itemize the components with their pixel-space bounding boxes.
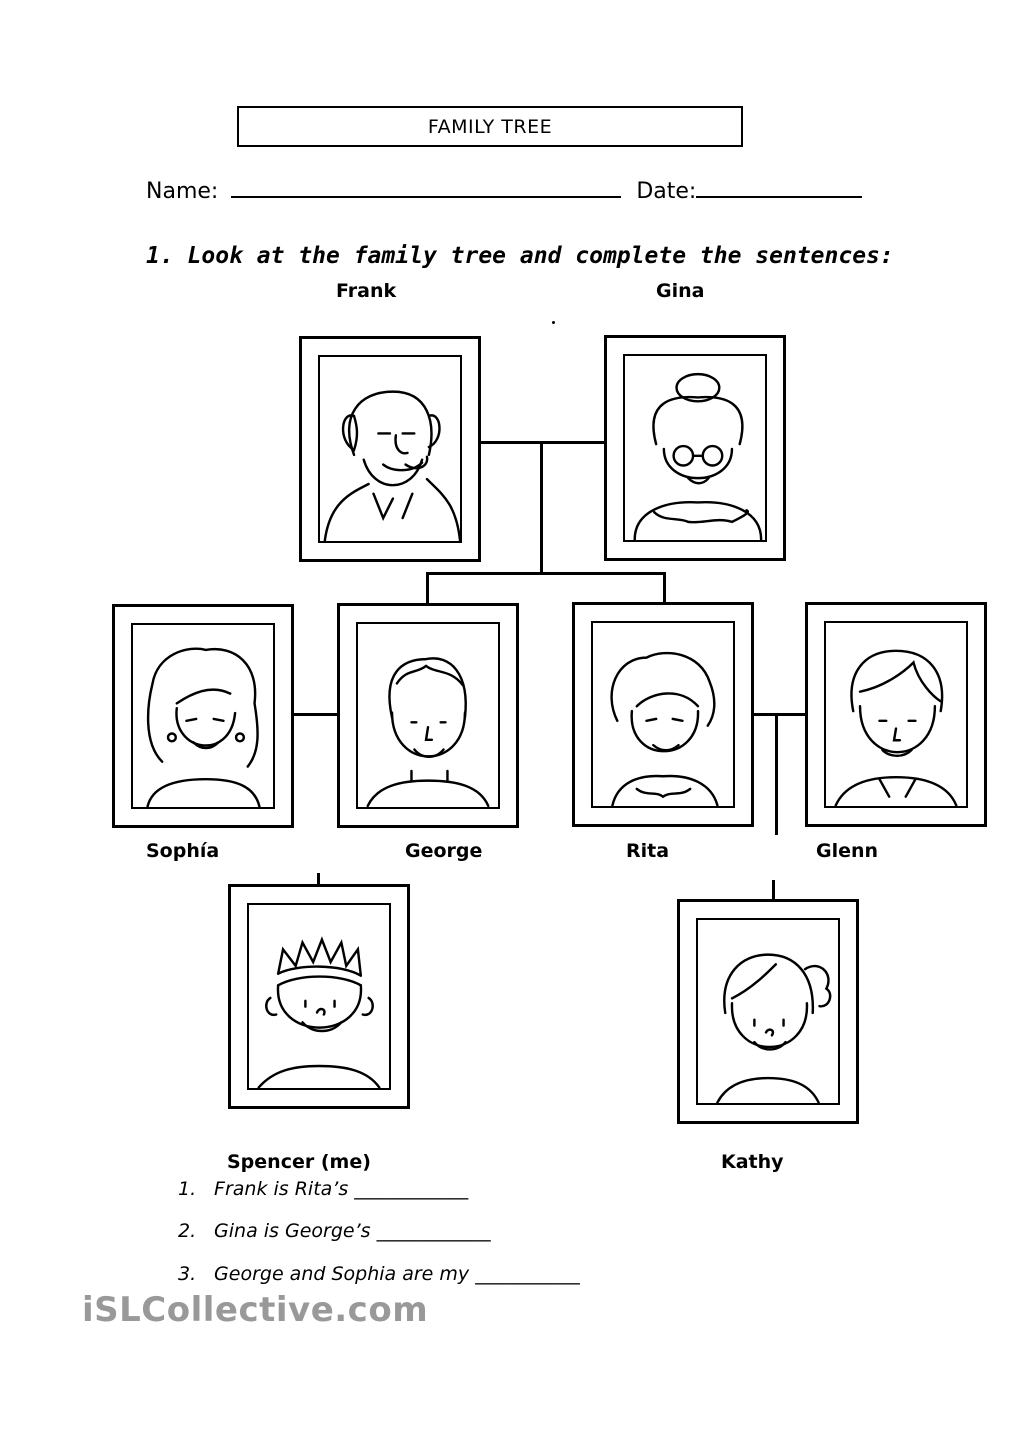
label-frank: Frank: [336, 280, 397, 302]
portrait-spencer: [228, 884, 410, 1109]
portrait-george-inner: [356, 622, 500, 809]
connector-grandparents: [480, 441, 606, 444]
label-rita: Rita: [626, 840, 670, 862]
portrait-rita: [572, 602, 754, 827]
connector-george-up: [426, 572, 429, 604]
portrait-spencer-inner: [247, 903, 391, 1090]
connector-rita-glenn: [754, 713, 806, 716]
portrait-gina-inner: [623, 354, 767, 542]
boy-spiky-hair-icon: [257, 936, 381, 1088]
portrait-frank-inner: [318, 355, 462, 543]
question-3-blank[interactable]: ___________: [475, 1263, 580, 1285]
portrait-george: [337, 603, 519, 828]
label-george: George: [405, 840, 483, 862]
label-spencer: Spencer (me): [227, 1151, 371, 1173]
label-gina: Gina: [656, 280, 705, 302]
worksheet-title: FAMILY TREE: [237, 106, 743, 147]
connector-kathy-up: [772, 880, 775, 901]
question-3-text: George and Sophia are my: [214, 1263, 470, 1285]
question-2: 2. Gina is George’s ____________: [178, 1220, 491, 1242]
man-side-part-hair-icon: [834, 649, 958, 806]
question-2-blank[interactable]: ____________: [376, 1220, 491, 1242]
portrait-sophia: [112, 604, 294, 828]
date-blank[interactable]: [696, 178, 863, 198]
connector-spencer-up: [317, 873, 320, 885]
portrait-frank: [299, 336, 481, 562]
portrait-kathy-inner: [696, 918, 840, 1105]
portrait-sophia-inner: [131, 623, 275, 809]
portrait-glenn-inner: [824, 621, 968, 808]
question-3: 3. George and Sophia are my ___________: [178, 1263, 580, 1285]
watermark: iSLCollective.com: [82, 1290, 429, 1330]
question-1-text: Frank is Rita’s: [214, 1178, 349, 1200]
woman-curly-hair-icon: [146, 647, 261, 807]
date-label: Date:: [636, 179, 697, 204]
connector-sophia-george: [293, 713, 338, 716]
name-label: Name:: [146, 179, 219, 204]
connector-children-bar: [426, 572, 666, 575]
connector-rita-up: [663, 572, 666, 604]
man-curly-hair-icon: [366, 657, 490, 807]
question-3-number: 3.: [178, 1263, 197, 1285]
grandmother-face-icon: [633, 372, 763, 540]
question-2-text: Gina is George’s: [214, 1220, 371, 1242]
label-sophia: Sophía: [146, 840, 220, 862]
portrait-glenn: [805, 602, 987, 827]
portrait-kathy: [677, 899, 859, 1124]
instruction-text: 1. Look at the family tree and complete …: [146, 243, 894, 269]
question-1-blank[interactable]: ____________: [354, 1178, 469, 1200]
connector-grandparents-down: [540, 443, 543, 574]
woman-short-curly-hair-icon: [610, 651, 719, 806]
portrait-rita-inner: [591, 621, 735, 808]
question-2-number: 2.: [178, 1220, 197, 1242]
portrait-gina: [604, 335, 786, 561]
label-glenn: Glenn: [816, 840, 879, 862]
stray-dot: [552, 321, 555, 324]
label-kathy: Kathy: [721, 1151, 784, 1173]
question-1-number: 1.: [178, 1178, 197, 1200]
name-blank[interactable]: [231, 178, 622, 198]
girl-ponytail-icon: [716, 953, 832, 1103]
connector-rita-glenn-down: [775, 715, 778, 835]
name-date-line: Name: Date:: [146, 178, 863, 204]
grandfather-face-icon: [323, 390, 460, 541]
question-1: 1. Frank is Rita’s ____________: [178, 1178, 468, 1200]
